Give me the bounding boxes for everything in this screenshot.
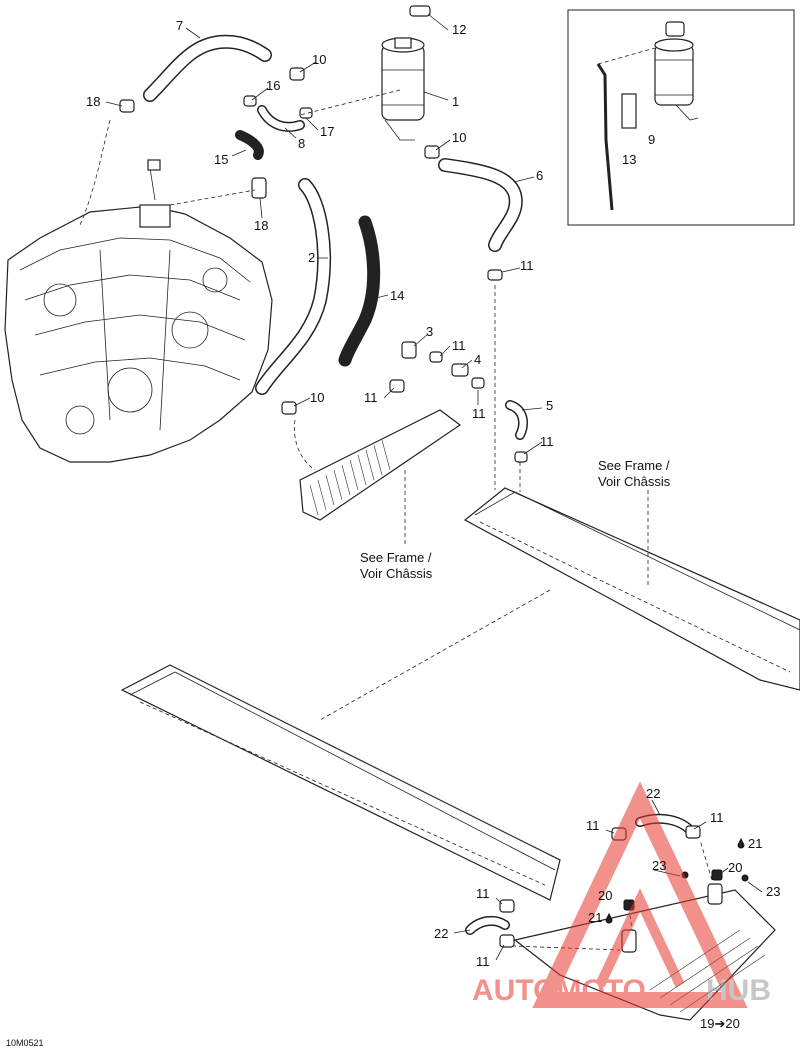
- engine-block: [4, 159, 273, 463]
- notes: See Frame / Voir Châssis See Frame / Voi…: [6, 458, 740, 1048]
- drop-icon-21-a: [737, 837, 745, 849]
- callout-18-mid: 18: [254, 218, 268, 233]
- see-frame-note-2-line2: Voir Châssis: [360, 566, 433, 581]
- callout-10-top: 10: [312, 52, 326, 67]
- callout-21-b: 21: [588, 910, 602, 925]
- callout-22-top: 22: [646, 786, 660, 801]
- callout-18-left: 18: [86, 94, 100, 109]
- callout-8: 8: [298, 136, 305, 151]
- callout-14: 14: [390, 288, 404, 303]
- leader-lines: [105, 13, 763, 961]
- callout-12: 12: [452, 22, 466, 37]
- callout-11-e: 11: [540, 434, 554, 449]
- callout-2: 2: [308, 250, 315, 265]
- callout-9: 9: [648, 132, 655, 147]
- callout-11-h: 11: [476, 886, 490, 901]
- callout-16: 16: [266, 78, 280, 93]
- callout-23-a: 23: [652, 858, 666, 873]
- callout-20-a: 20: [728, 860, 742, 875]
- callout-10-mid: 10: [452, 130, 466, 145]
- callout-15: 15: [214, 152, 228, 167]
- coolant-reservoir: [381, 5, 431, 141]
- callout-3: 3: [426, 324, 433, 339]
- callout-1: 1: [452, 94, 459, 109]
- drop-icon-21-b: [605, 912, 613, 924]
- callout-4: 4: [474, 352, 481, 367]
- watermark-text-gray: HUB: [706, 974, 771, 1007]
- callout-11-d: 11: [472, 406, 486, 421]
- callout-23-b: 23: [766, 884, 780, 899]
- callout-21-a: 21: [748, 836, 762, 851]
- see-frame-note-1-line1: See Frame /: [598, 458, 670, 473]
- watermark-logo: AUTOMOTO HUB: [472, 781, 771, 1008]
- callout-10-low: 10: [310, 390, 324, 405]
- callout-11-a: 11: [520, 258, 534, 273]
- callout-6: 6: [536, 168, 543, 183]
- hose-14: [338, 215, 381, 367]
- drawing-code: 10M0521: [6, 1038, 44, 1048]
- callout-11-c: 11: [364, 390, 378, 405]
- see-frame-note-2-line1: See Frame /: [360, 550, 432, 565]
- inset-box: [567, 9, 795, 226]
- frame-rail-upper: [463, 487, 800, 691]
- frame-rail-lower: [120, 664, 561, 901]
- callout-7: 7: [176, 18, 183, 33]
- callout-11-f: 11: [586, 818, 600, 833]
- callout-22-bottom: 22: [434, 926, 448, 941]
- callout-13: 13: [622, 152, 636, 167]
- watermark-text-red: AUTOMOTO: [472, 974, 646, 1007]
- kit-note: 19➔20: [700, 1016, 740, 1031]
- heat-exchanger-front: [299, 409, 462, 521]
- callout-20-b: 20: [598, 888, 612, 903]
- see-frame-note-1-line2: Voir Châssis: [598, 474, 671, 489]
- callout-labels: 7 10 12 1 10 6 18 16 17 8 15 18 2 14 11 …: [86, 18, 780, 969]
- callout-11-i: 11: [476, 954, 490, 969]
- callout-11-b: 11: [452, 338, 466, 353]
- callout-5: 5: [546, 398, 553, 413]
- hose-15: [235, 130, 264, 160]
- callout-11-g: 11: [710, 810, 724, 825]
- callout-17: 17: [320, 124, 334, 139]
